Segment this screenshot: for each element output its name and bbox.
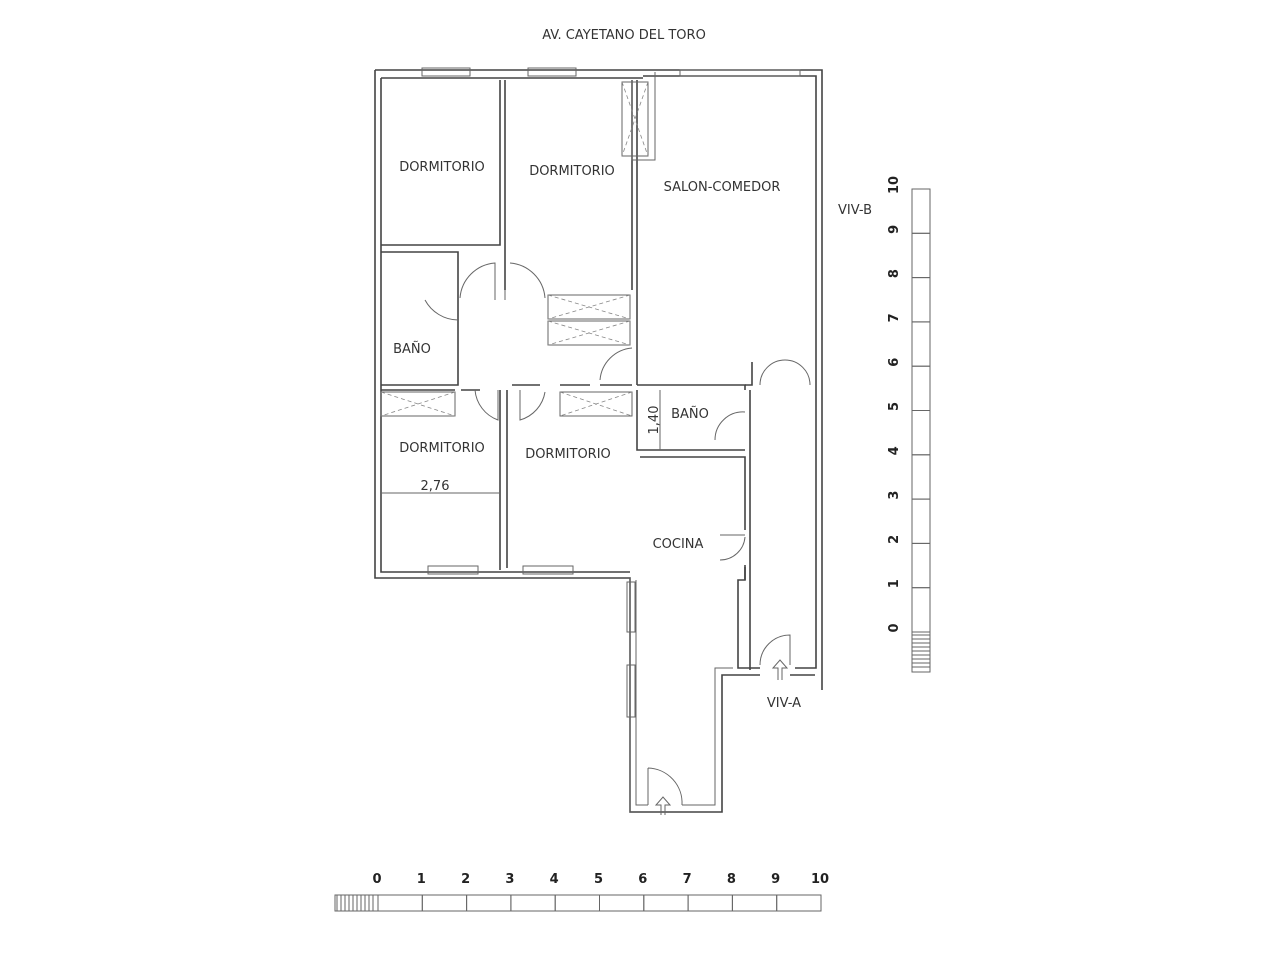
scale-tick-label: 0 [372,872,381,887]
closets [380,81,649,417]
entry-arrow-icon [654,796,672,815]
scale-segment [911,188,931,234]
scale-segment [911,321,931,367]
scale-segment [554,894,601,912]
scale-tick-label: 5 [594,872,603,887]
scale-segment [421,894,468,912]
scale-segment [599,894,645,912]
scale-tick-label: 7 [683,872,692,887]
scale-segment [911,365,931,412]
scale-tick-label: 1 [417,872,426,887]
interior-walls [381,72,753,670]
scale-segment [731,894,778,912]
scale-segment [911,277,931,323]
scale-segment [911,542,931,589]
scale-segment [510,894,556,912]
windows [421,67,801,718]
scale-tick-label: 6 [887,358,902,367]
outer-walls [374,69,823,813]
scale-segment [911,410,931,456]
neighbor-label-viv-b: VIV-B [838,203,872,218]
scale-tick-label: 3 [505,872,514,887]
scale-tick-label: 7 [887,313,902,322]
room-label-dormitorio: DORMITORIO [399,160,485,175]
scale-segment [687,894,733,912]
vertical-scale-bar: 0 1 2 3 4 5 6 7 8 9 10 [887,176,931,673]
scale-segment [643,894,689,912]
scale-tick-label: 3 [887,491,902,500]
entry-arrow-icon [771,659,789,680]
dimension-label-width: 2,76 [421,479,450,494]
scale-tick-label: 4 [887,446,902,455]
scale-tick-label: 2 [461,872,470,887]
room-label-salon-comedor: SALON-COMEDOR [664,180,781,195]
scale-segment [466,894,512,912]
room-label-dormitorio: DORMITORIO [525,447,611,462]
scale-hatch [911,631,931,673]
scale-tick-label: 10 [811,872,829,887]
scale-segment [911,587,931,633]
scale-tick-label: 8 [727,872,736,887]
scale-tick-label: 9 [887,225,902,234]
scale-segment [377,894,423,912]
scale-segment [776,894,822,912]
room-label-dormitorio: DORMITORIO [529,164,615,179]
scale-tick-label: 0 [887,623,902,632]
street-label: AV. CAYETANO DEL TORO [542,28,706,43]
dimension-label-height: 1,40 [647,406,662,435]
scale-segment [911,232,931,279]
doors [424,262,811,806]
scale-tick-label: 5 [887,402,902,411]
horizontal-scale-bar: 0 1 2 3 4 5 6 7 8 9 10 [334,872,829,912]
scale-segment [911,498,931,544]
room-label-dormitorio: DORMITORIO [399,441,485,456]
room-label-bano: BAÑO [671,406,709,422]
room-label-bano: BAÑO [393,341,431,357]
neighbor-label-viv-a: VIV-A [767,696,801,711]
scale-tick-label: 4 [550,872,559,887]
scale-tick-label: 10 [887,176,902,194]
scale-tick-label: 6 [638,872,647,887]
scale-segment [911,454,931,500]
scale-tick-label: 1 [887,579,902,588]
scale-tick-label: 8 [887,269,902,278]
scale-tick-label: 9 [771,872,780,887]
room-label-cocina: COCINA [653,537,704,552]
scale-tick-label: 2 [887,535,902,544]
